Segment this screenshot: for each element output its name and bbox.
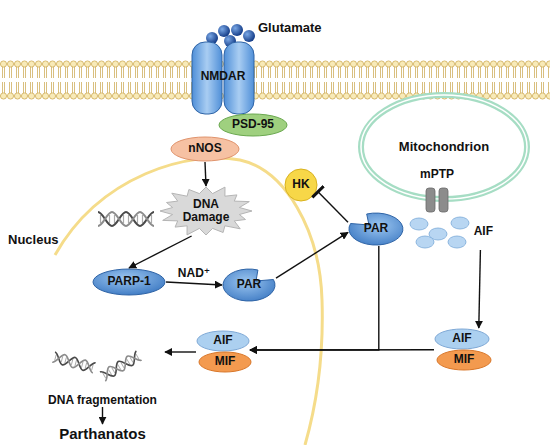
pore-channel: mPTP	[414, 168, 460, 214]
node-text: PAR	[364, 222, 388, 235]
node-text: HK	[292, 178, 309, 191]
polymer-body	[223, 269, 275, 301]
pore-half	[426, 188, 435, 212]
node-text: nNOS	[188, 142, 221, 155]
free-label: Glutamate	[258, 20, 322, 35]
membrane-gap	[361, 95, 527, 199]
notched-oval	[223, 269, 275, 301]
node-text: MIF	[215, 355, 236, 368]
protein-oval: MIF	[198, 351, 252, 373]
node-text: DNA Damage	[176, 198, 236, 224]
enzyme-oval: nNOS	[170, 136, 240, 162]
node-text: Parthanatos	[59, 426, 146, 443]
arrow-line	[165, 351, 196, 352]
polymer-shape: PAR	[348, 212, 404, 246]
node-text: AIF	[474, 225, 493, 238]
outcome-text: Parthanatos	[40, 424, 165, 444]
receptor-channel: NMDAR	[188, 40, 258, 114]
edge-label: NAD⁺	[178, 266, 210, 280]
broken-dna-piece	[100, 351, 142, 381]
polymer-body	[349, 213, 403, 245]
protein-dot	[416, 236, 434, 248]
oval-shape	[171, 137, 239, 161]
oval-shape	[435, 329, 489, 349]
protein-dot	[448, 236, 466, 248]
oval-shape	[219, 114, 287, 136]
burst-shape	[160, 187, 252, 235]
enzyme-circle: HK	[284, 168, 318, 202]
polymer-shape: PAR	[222, 268, 276, 302]
node-text: AIF	[213, 334, 232, 347]
arrow-line	[276, 232, 348, 278]
protein-oval: AIF	[434, 328, 490, 350]
node-text: mPTP	[420, 168, 454, 181]
protein-cluster: AIF	[405, 214, 497, 250]
arrow-line	[479, 250, 481, 328]
arrow-line	[250, 246, 379, 350]
scaffold-protein: PSD-95	[218, 113, 288, 137]
pore-half	[439, 188, 448, 212]
organelle-outline: Mitochondrion	[358, 92, 530, 202]
arrow-line	[205, 162, 206, 186]
node-text: NMDAR	[201, 70, 246, 83]
node-text: AIF	[452, 332, 471, 345]
outcome-text: DNA fragmentation	[40, 345, 165, 407]
arrow-line	[166, 282, 222, 285]
arrow-line	[129, 236, 192, 268]
damage-burst: DNA Damage	[158, 186, 254, 236]
enzyme-oval: PARP-1	[92, 268, 166, 296]
oval-shape	[285, 169, 317, 201]
oval-shape	[197, 331, 249, 351]
protein-oval: MIF	[436, 349, 492, 371]
dna-helix	[98, 212, 154, 226]
protein-dot	[410, 218, 428, 230]
broken-dna-piece	[52, 352, 95, 373]
arrow-line	[102, 407, 103, 424]
oval-shape	[199, 352, 251, 372]
protein-oval: AIF	[196, 330, 250, 352]
oval-shape	[93, 269, 165, 295]
node-text: PARP-1	[107, 275, 150, 288]
node-text: MIF	[454, 353, 475, 366]
notched-oval	[349, 213, 403, 245]
protein-dot	[451, 217, 469, 229]
free-label: Nucleus	[8, 232, 59, 247]
arrow-line	[250, 349, 434, 351]
inhibition-line	[318, 192, 348, 222]
node-text: PSD-95	[232, 118, 274, 131]
membrane-outline	[361, 95, 527, 199]
oval-shape	[437, 350, 491, 370]
node-text: PAR	[237, 278, 261, 291]
node-text: Mitochondrion	[399, 140, 489, 154]
node-text: DNA fragmentation	[48, 394, 157, 407]
